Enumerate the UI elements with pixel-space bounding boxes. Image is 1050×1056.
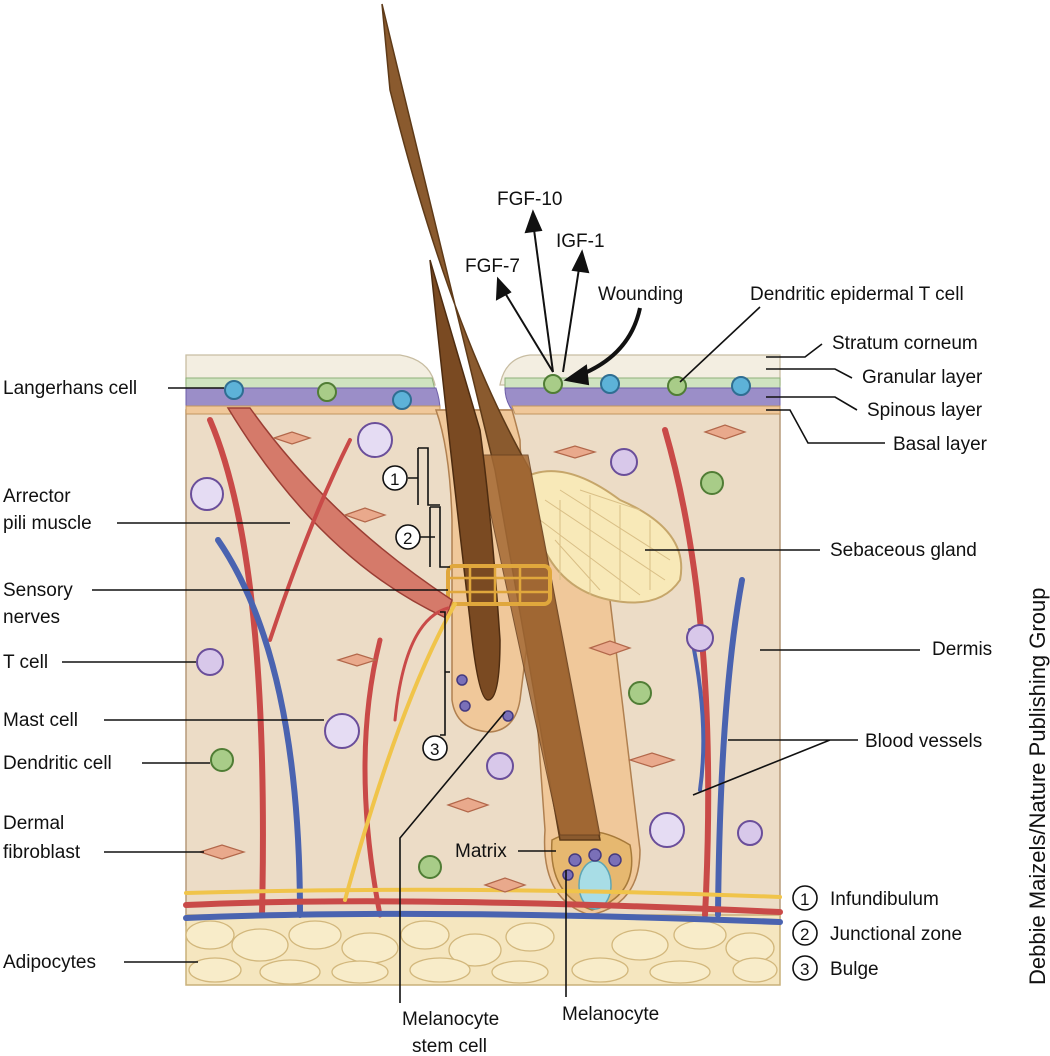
- sebaceous-cells: [539, 489, 671, 600]
- label-adipocytes: Adipocytes: [3, 952, 96, 973]
- t-cells: [196, 448, 763, 846]
- nerve-ring-lines: [448, 566, 550, 604]
- label-blood-vessels: Blood vessels: [865, 731, 982, 752]
- signal-arrows: [495, 209, 642, 386]
- zone-legend: 1 Infundibulum 2 Junctional zone 3 Bulge: [792, 885, 962, 981]
- label-melanocyte: Melanocyte: [562, 1004, 659, 1025]
- right-labels: Stratum corneum Granular layer Spinous l…: [645, 333, 992, 796]
- label-langerhans: Langerhans cell: [3, 378, 137, 399]
- image-credit: Debbie Maizels/Nature Publishing Group: [1025, 588, 1050, 985]
- legend-label-2: Junctional zone: [830, 924, 962, 945]
- label-fgf7: FGF-7: [465, 256, 520, 277]
- zone-marker-1: 1: [390, 470, 399, 489]
- mast-cells: [190, 422, 685, 848]
- zone-marker-3: 3: [430, 740, 439, 759]
- adipocyte-cells: [185, 920, 778, 985]
- label-stratum: Stratum corneum: [832, 333, 978, 354]
- label-fibro-2: fibroblast: [3, 842, 81, 863]
- basal-layer-right: [511, 405, 781, 415]
- sensory-nerve-ring: [446, 564, 552, 606]
- inner-root-sheath: [477, 454, 601, 836]
- bottom-labels: Matrix Melanocyte stem cell Melanocyte: [399, 711, 659, 1056]
- label-dermis: Dermis: [932, 639, 992, 660]
- melanocytes: [456, 674, 622, 881]
- label-mast: Mast cell: [3, 710, 78, 731]
- label-granular: Granular layer: [862, 367, 983, 388]
- label-sensory-2: nerves: [3, 607, 60, 628]
- label-melanocyte-stem-1: Melanocyte: [402, 1009, 499, 1030]
- legend-label-3: Bulge: [830, 959, 879, 980]
- left-labels: Langerhans cell Arrector pili muscle Sen…: [3, 378, 448, 973]
- label-sebaceous: Sebaceous gland: [830, 540, 977, 561]
- label-melanocyte-stem-2: stem cell: [412, 1036, 487, 1056]
- label-arrector-2: pili muscle: [3, 513, 92, 534]
- label-fgf10: FGF-10: [497, 189, 562, 210]
- label-wounding: Wounding: [598, 284, 683, 305]
- label-basal: Basal layer: [893, 434, 988, 455]
- label-igf1: IGF-1: [556, 231, 605, 252]
- skin-block: [183, 3, 783, 986]
- label-matrix: Matrix: [455, 841, 507, 862]
- label-tcell: T cell: [3, 652, 48, 673]
- dendritic-cells: [210, 471, 724, 879]
- legend-num-2: 2: [800, 925, 809, 944]
- label-fibro-1: Dermal: [3, 813, 64, 834]
- hair-shaft-club: [429, 259, 501, 701]
- legend-label-1: Infundibulum: [830, 889, 939, 910]
- legend-num-1: 1: [800, 890, 809, 909]
- label-arrector-1: Arrector: [3, 486, 71, 507]
- zone-markers: 1 2 3: [382, 447, 450, 761]
- leader-dendritic-epidermal-t-cell: [679, 306, 761, 383]
- label-sensory-1: Sensory: [3, 580, 73, 601]
- dermal-fibroblasts: [198, 424, 747, 893]
- legend-num-3: 3: [800, 960, 809, 979]
- label-dendritic-epidermal-t-cell: Dendritic epidermal T cell: [750, 284, 964, 305]
- label-dendritic: Dendritic cell: [3, 753, 112, 774]
- label-spinous: Spinous layer: [867, 400, 983, 421]
- zone-marker-2: 2: [403, 529, 412, 548]
